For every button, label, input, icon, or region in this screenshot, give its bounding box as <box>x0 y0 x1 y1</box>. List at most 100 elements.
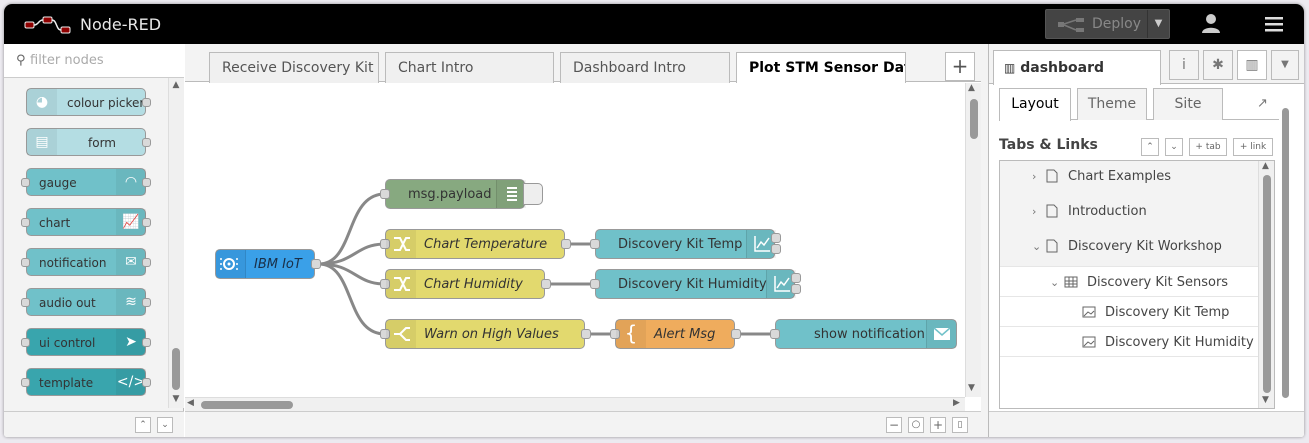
zoom-reset-button[interactable]: ○ <box>908 417 924 433</box>
add-link-button[interactable]: + link <box>1233 138 1273 156</box>
output-port[interactable] <box>142 178 151 187</box>
add-tab-button[interactable]: + tab <box>1189 138 1227 156</box>
input-port[interactable] <box>21 298 30 307</box>
subtab-theme[interactable]: Theme <box>1077 88 1147 120</box>
user-icon[interactable] <box>1199 12 1223 36</box>
debug-toggle-button[interactable] <box>523 183 543 205</box>
tree-item-discovery-kit-workshop[interactable]: ⌄ Discovery Kit Workshop <box>1000 231 1258 267</box>
palette-scrollbar[interactable]: ▲ ▼ <box>168 78 184 408</box>
palette-filter-input[interactable]: ⚲ filter nodes <box>4 44 184 78</box>
dashboard-chart-icon[interactable]: ▥ <box>1237 50 1267 80</box>
output-port[interactable] <box>541 279 551 289</box>
chart-humidity-node[interactable]: Chart Humidity <box>380 269 551 299</box>
output-port[interactable] <box>142 138 151 147</box>
output-port[interactable] <box>581 329 591 339</box>
output-port[interactable] <box>771 233 781 243</box>
show-notification-node[interactable]: show notification <box>770 319 957 349</box>
tab-plot-stm-sensor-data[interactable]: Plot STM Sensor Data <box>736 52 906 83</box>
output-port[interactable] <box>142 338 151 347</box>
output-port[interactable] <box>561 239 571 249</box>
sidebar-tab-dashboard[interactable]: ▥ dashboard <box>993 50 1161 85</box>
expand-all-icon[interactable]: ⌄ <box>1165 138 1183 156</box>
discovery-kit-humidity-node[interactable]: Discovery Kit Humidity <box>590 269 801 299</box>
canvas-vscroll-thumb[interactable] <box>970 99 978 139</box>
sidebar-separator[interactable] <box>981 44 988 437</box>
scroll-left-icon[interactable]: ◀ <box>187 398 194 408</box>
navigator-icon[interactable]: ▯ <box>952 417 968 433</box>
debug-node[interactable]: msg.payload <box>380 179 526 209</box>
chevron-down-icon[interactable]: ⌄ <box>1032 240 1042 253</box>
output-port[interactable] <box>731 329 741 339</box>
deploy-menu-caret-icon[interactable]: ▼ <box>1147 10 1169 38</box>
tab-chart-intro[interactable]: Chart Intro <box>385 52 554 83</box>
input-port[interactable] <box>380 279 390 289</box>
output-port[interactable] <box>142 98 151 107</box>
palette-node-gauge[interactable]: ◠gauge <box>21 168 151 196</box>
palette-node-form[interactable]: ▤form <box>26 128 151 156</box>
subtab-layout[interactable]: Layout <box>999 88 1071 121</box>
scroll-right-icon[interactable]: ▶ <box>953 398 960 408</box>
canvas-hscroll-thumb[interactable] <box>201 401 293 409</box>
palette-scroll-thumb[interactable] <box>172 348 180 390</box>
warn-on-high-values-node[interactable]: Warn on High Values <box>380 319 591 349</box>
tab-dashboard-intro[interactable]: Dashboard Intro <box>560 52 730 83</box>
tree-item-chart-examples[interactable]: › Chart Examples <box>1000 161 1258 197</box>
subtab-site[interactable]: Site <box>1153 88 1223 120</box>
external-link-icon[interactable]: ↗ <box>1257 96 1268 111</box>
input-port[interactable] <box>610 329 620 339</box>
tree-scrollbar[interactable]: ▲ ▼ <box>1258 161 1274 408</box>
palette-node-audio-out[interactable]: ≋audio out <box>21 288 151 316</box>
canvas-vertical-scrollbar[interactable]: ▲ ▼ <box>965 83 981 397</box>
input-port[interactable] <box>590 279 600 289</box>
scroll-down-icon[interactable]: ▼ <box>968 383 975 393</box>
chart-temperature-node[interactable]: Chart Temperature <box>380 229 571 259</box>
palette-node-template[interactable]: </>template <box>21 368 151 396</box>
tree-item-introduction[interactable]: › Introduction <box>1000 196 1258 232</box>
input-port[interactable] <box>21 378 30 387</box>
alert-msg-node[interactable]: { Alert Msg <box>610 319 741 349</box>
input-port[interactable] <box>380 239 390 249</box>
output-port[interactable] <box>791 284 801 294</box>
scroll-up-icon[interactable]: ▲ <box>172 80 180 90</box>
output-port[interactable] <box>142 218 151 227</box>
chevron-right-icon[interactable]: › <box>1032 170 1037 183</box>
input-port[interactable] <box>21 178 30 187</box>
scroll-down-icon[interactable]: ▼ <box>1262 395 1269 405</box>
scroll-up-icon[interactable]: ▲ <box>1262 161 1269 171</box>
output-port[interactable] <box>791 273 801 283</box>
input-port[interactable] <box>770 329 780 339</box>
tab-receive-discovery-kit-data[interactable]: Receive Discovery Kit Data <box>209 52 379 83</box>
output-port[interactable] <box>142 258 151 267</box>
tree-item-discovery-kit-humidity[interactable]: Discovery Kit Humidity <box>1000 327 1258 357</box>
output-port[interactable] <box>142 298 151 307</box>
scroll-down-icon[interactable]: ▼ <box>172 394 180 404</box>
output-port[interactable] <box>311 259 321 269</box>
expand-all-icon[interactable]: ⌄ <box>157 417 173 433</box>
flow-canvas[interactable]: IBM IoT msg.payload Chart Temperature <box>185 83 965 397</box>
input-port[interactable] <box>21 338 30 347</box>
tree-item-discovery-kit-temp[interactable]: Discovery Kit Temp <box>1000 297 1258 327</box>
collapse-all-icon[interactable]: ⌃ <box>1141 138 1159 156</box>
sidebar-scroll-thumb[interactable] <box>1282 108 1289 398</box>
palette-node-ui-control[interactable]: ➤ui control <box>21 328 151 356</box>
ibm-iot-node[interactable]: IBM IoT <box>215 249 321 279</box>
discovery-kit-temp-node[interactable]: Discovery Kit Temp <box>590 229 781 259</box>
scroll-up-icon[interactable]: ▲ <box>968 83 975 93</box>
input-port[interactable] <box>590 239 600 249</box>
input-port[interactable] <box>21 258 30 267</box>
info-icon[interactable]: i <box>1169 50 1199 80</box>
tree-scroll-thumb[interactable] <box>1263 175 1271 393</box>
sidebar-menu-caret-icon[interactable]: ▼ <box>1271 50 1299 80</box>
zoom-out-button[interactable]: − <box>886 417 902 433</box>
add-flow-button[interactable]: + <box>945 52 975 81</box>
output-port[interactable] <box>142 378 151 387</box>
palette-node-colour-picker[interactable]: ◕colour picker <box>26 88 151 116</box>
zoom-in-button[interactable]: + <box>930 417 946 433</box>
palette-node-chart[interactable]: 📈chart <box>21 208 151 236</box>
tree-item-discovery-kit-sensors[interactable]: ⌄ Discovery Kit Sensors <box>1000 267 1258 297</box>
output-port[interactable] <box>771 244 781 254</box>
main-menu-icon[interactable] <box>1262 12 1286 36</box>
canvas-horizontal-scrollbar[interactable]: ◀ ▶ <box>185 397 965 411</box>
chevron-right-icon[interactable]: › <box>1032 205 1037 218</box>
input-port[interactable] <box>21 218 30 227</box>
